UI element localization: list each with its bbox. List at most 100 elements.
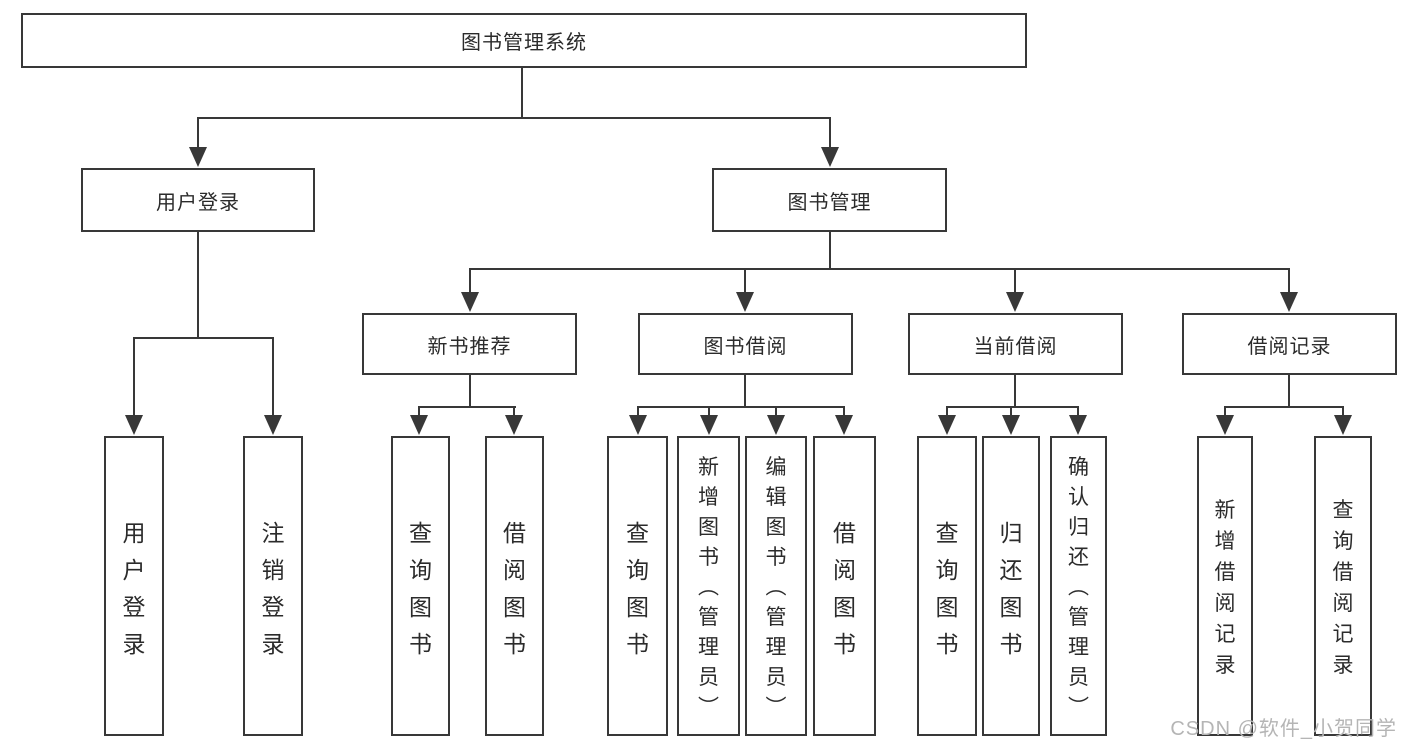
node-label-char: 询 <box>1332 529 1354 553</box>
node-borrow-records: 借阅记录 <box>1182 313 1397 375</box>
connector-line <box>272 337 274 417</box>
arrow-down-icon <box>461 292 479 312</box>
arrow-down-icon <box>410 415 428 435</box>
node-leaf-borrow-book-borrowing: 借阅图书 <box>813 436 876 736</box>
node-label: 借阅记录 <box>1247 335 1332 358</box>
connector-line <box>469 268 1290 270</box>
node-label-char: 录 <box>261 630 285 657</box>
node-label-char: 理 <box>765 636 787 659</box>
node-label-char: 图 <box>935 593 959 620</box>
node-leaf-confirm-return-admin: 确认归还（管理员） <box>1050 436 1107 736</box>
arrow-down-icon <box>1280 292 1298 312</box>
connector-line <box>829 232 831 270</box>
connector-line <box>946 406 1079 408</box>
node-label-char: 图 <box>999 593 1023 620</box>
node-label-char: 阅 <box>1214 591 1236 615</box>
connector-line <box>133 337 274 339</box>
connector-line <box>1077 406 1079 418</box>
node-label-char: 员 <box>1068 666 1089 689</box>
arrow-down-icon <box>835 415 853 435</box>
connector-line <box>1288 268 1290 294</box>
node-label-char: 询 <box>626 556 649 583</box>
node-label-char: 查 <box>409 519 432 546</box>
node-label-char: 图 <box>833 593 856 620</box>
connector-line <box>418 406 516 408</box>
connector-line <box>829 117 831 149</box>
node-label-char: 登 <box>122 593 146 620</box>
arrow-down-icon <box>821 147 839 167</box>
connector-line <box>1014 375 1016 408</box>
node-label-char: 记 <box>1332 622 1354 646</box>
node-label-char: 书 <box>409 630 432 657</box>
node-leaf-query-borrow-record: 查询借阅记录 <box>1314 436 1372 736</box>
node-leaf-logout: 注销登录 <box>243 436 303 736</box>
connector-line <box>946 406 948 418</box>
connector-line <box>513 406 515 418</box>
node-leaf-query-book-recommend: 查询图书 <box>391 436 450 736</box>
connector-line <box>744 268 746 294</box>
arrow-down-icon <box>1006 292 1024 312</box>
node-label-char: 编 <box>765 456 787 479</box>
connector-line <box>744 375 746 408</box>
arrow-down-icon <box>1069 415 1087 435</box>
node-leaf-query-book-current: 查询图书 <box>917 436 977 736</box>
node-label-char: ） <box>1065 695 1089 717</box>
node-label-char: 销 <box>261 556 285 583</box>
node-label-char: 录 <box>122 630 146 657</box>
arrow-down-icon <box>736 292 754 312</box>
node-label-char: 询 <box>409 556 432 583</box>
node-label-char: 借 <box>1214 560 1236 584</box>
node-leaf-add-book-admin: 新增图书（管理员） <box>677 436 740 736</box>
node-label: 用户登录 <box>156 191 240 214</box>
node-label-char: ） <box>695 695 719 717</box>
node-label-char: 还 <box>999 556 1023 583</box>
node-label-char: 书 <box>626 630 649 657</box>
node-label-char: 借 <box>833 519 856 546</box>
node-leaf-borrow-book-recommend: 借阅图书 <box>485 436 544 736</box>
arrow-down-icon <box>1216 415 1234 435</box>
node-new-book-recommend: 新书推荐 <box>362 313 577 375</box>
node-label-char: 用 <box>122 519 146 546</box>
arrow-down-icon <box>1002 415 1020 435</box>
node-label-char: 书 <box>698 546 719 569</box>
connector-line <box>1010 406 1012 418</box>
node-label-char: 归 <box>999 519 1023 546</box>
connector-line <box>637 406 639 418</box>
node-label-char: 阅 <box>503 556 526 583</box>
node-label-char: 新 <box>698 456 719 479</box>
node-label-char: 理 <box>698 636 719 659</box>
node-label-char: 图 <box>765 516 787 539</box>
arrow-down-icon <box>264 415 282 435</box>
arrow-down-icon <box>125 415 143 435</box>
node-label-char: 查 <box>1332 498 1354 522</box>
connector-line <box>469 268 471 294</box>
node-label-char: 管 <box>1068 606 1089 629</box>
node-label-char: 员 <box>698 666 719 689</box>
arrow-down-icon <box>505 415 523 435</box>
node-label-char: 借 <box>503 519 526 546</box>
node-book-borrowing: 图书借阅 <box>638 313 853 375</box>
node-label-char: 书 <box>833 630 856 657</box>
node-label-char: 图 <box>698 516 719 539</box>
connector-line <box>197 232 199 339</box>
node-label-char: 阅 <box>1332 591 1354 615</box>
node-label-char: 管 <box>698 606 719 629</box>
connector-line <box>197 117 831 119</box>
node-label-char: ） <box>763 695 786 717</box>
node-label-char: 书 <box>999 630 1023 657</box>
node-label-char: 查 <box>626 519 649 546</box>
arrow-down-icon <box>700 415 718 435</box>
connector-line <box>1224 406 1226 418</box>
arrow-down-icon <box>1334 415 1352 435</box>
node-label-char: 注 <box>261 519 285 546</box>
node-user-login: 用户登录 <box>81 168 315 232</box>
node-leaf-add-borrow-record: 新增借阅记录 <box>1197 436 1253 736</box>
node-label-char: （ <box>695 575 719 597</box>
connector-line <box>1224 406 1344 408</box>
node-label-char: 录 <box>1214 653 1236 677</box>
node-label-char: 认 <box>1068 486 1089 509</box>
node-label-char: 还 <box>1068 546 1089 569</box>
node-label-char: 询 <box>935 556 959 583</box>
node-leaf-user-login: 用户登录 <box>104 436 164 736</box>
node-label-char: 查 <box>935 519 959 546</box>
